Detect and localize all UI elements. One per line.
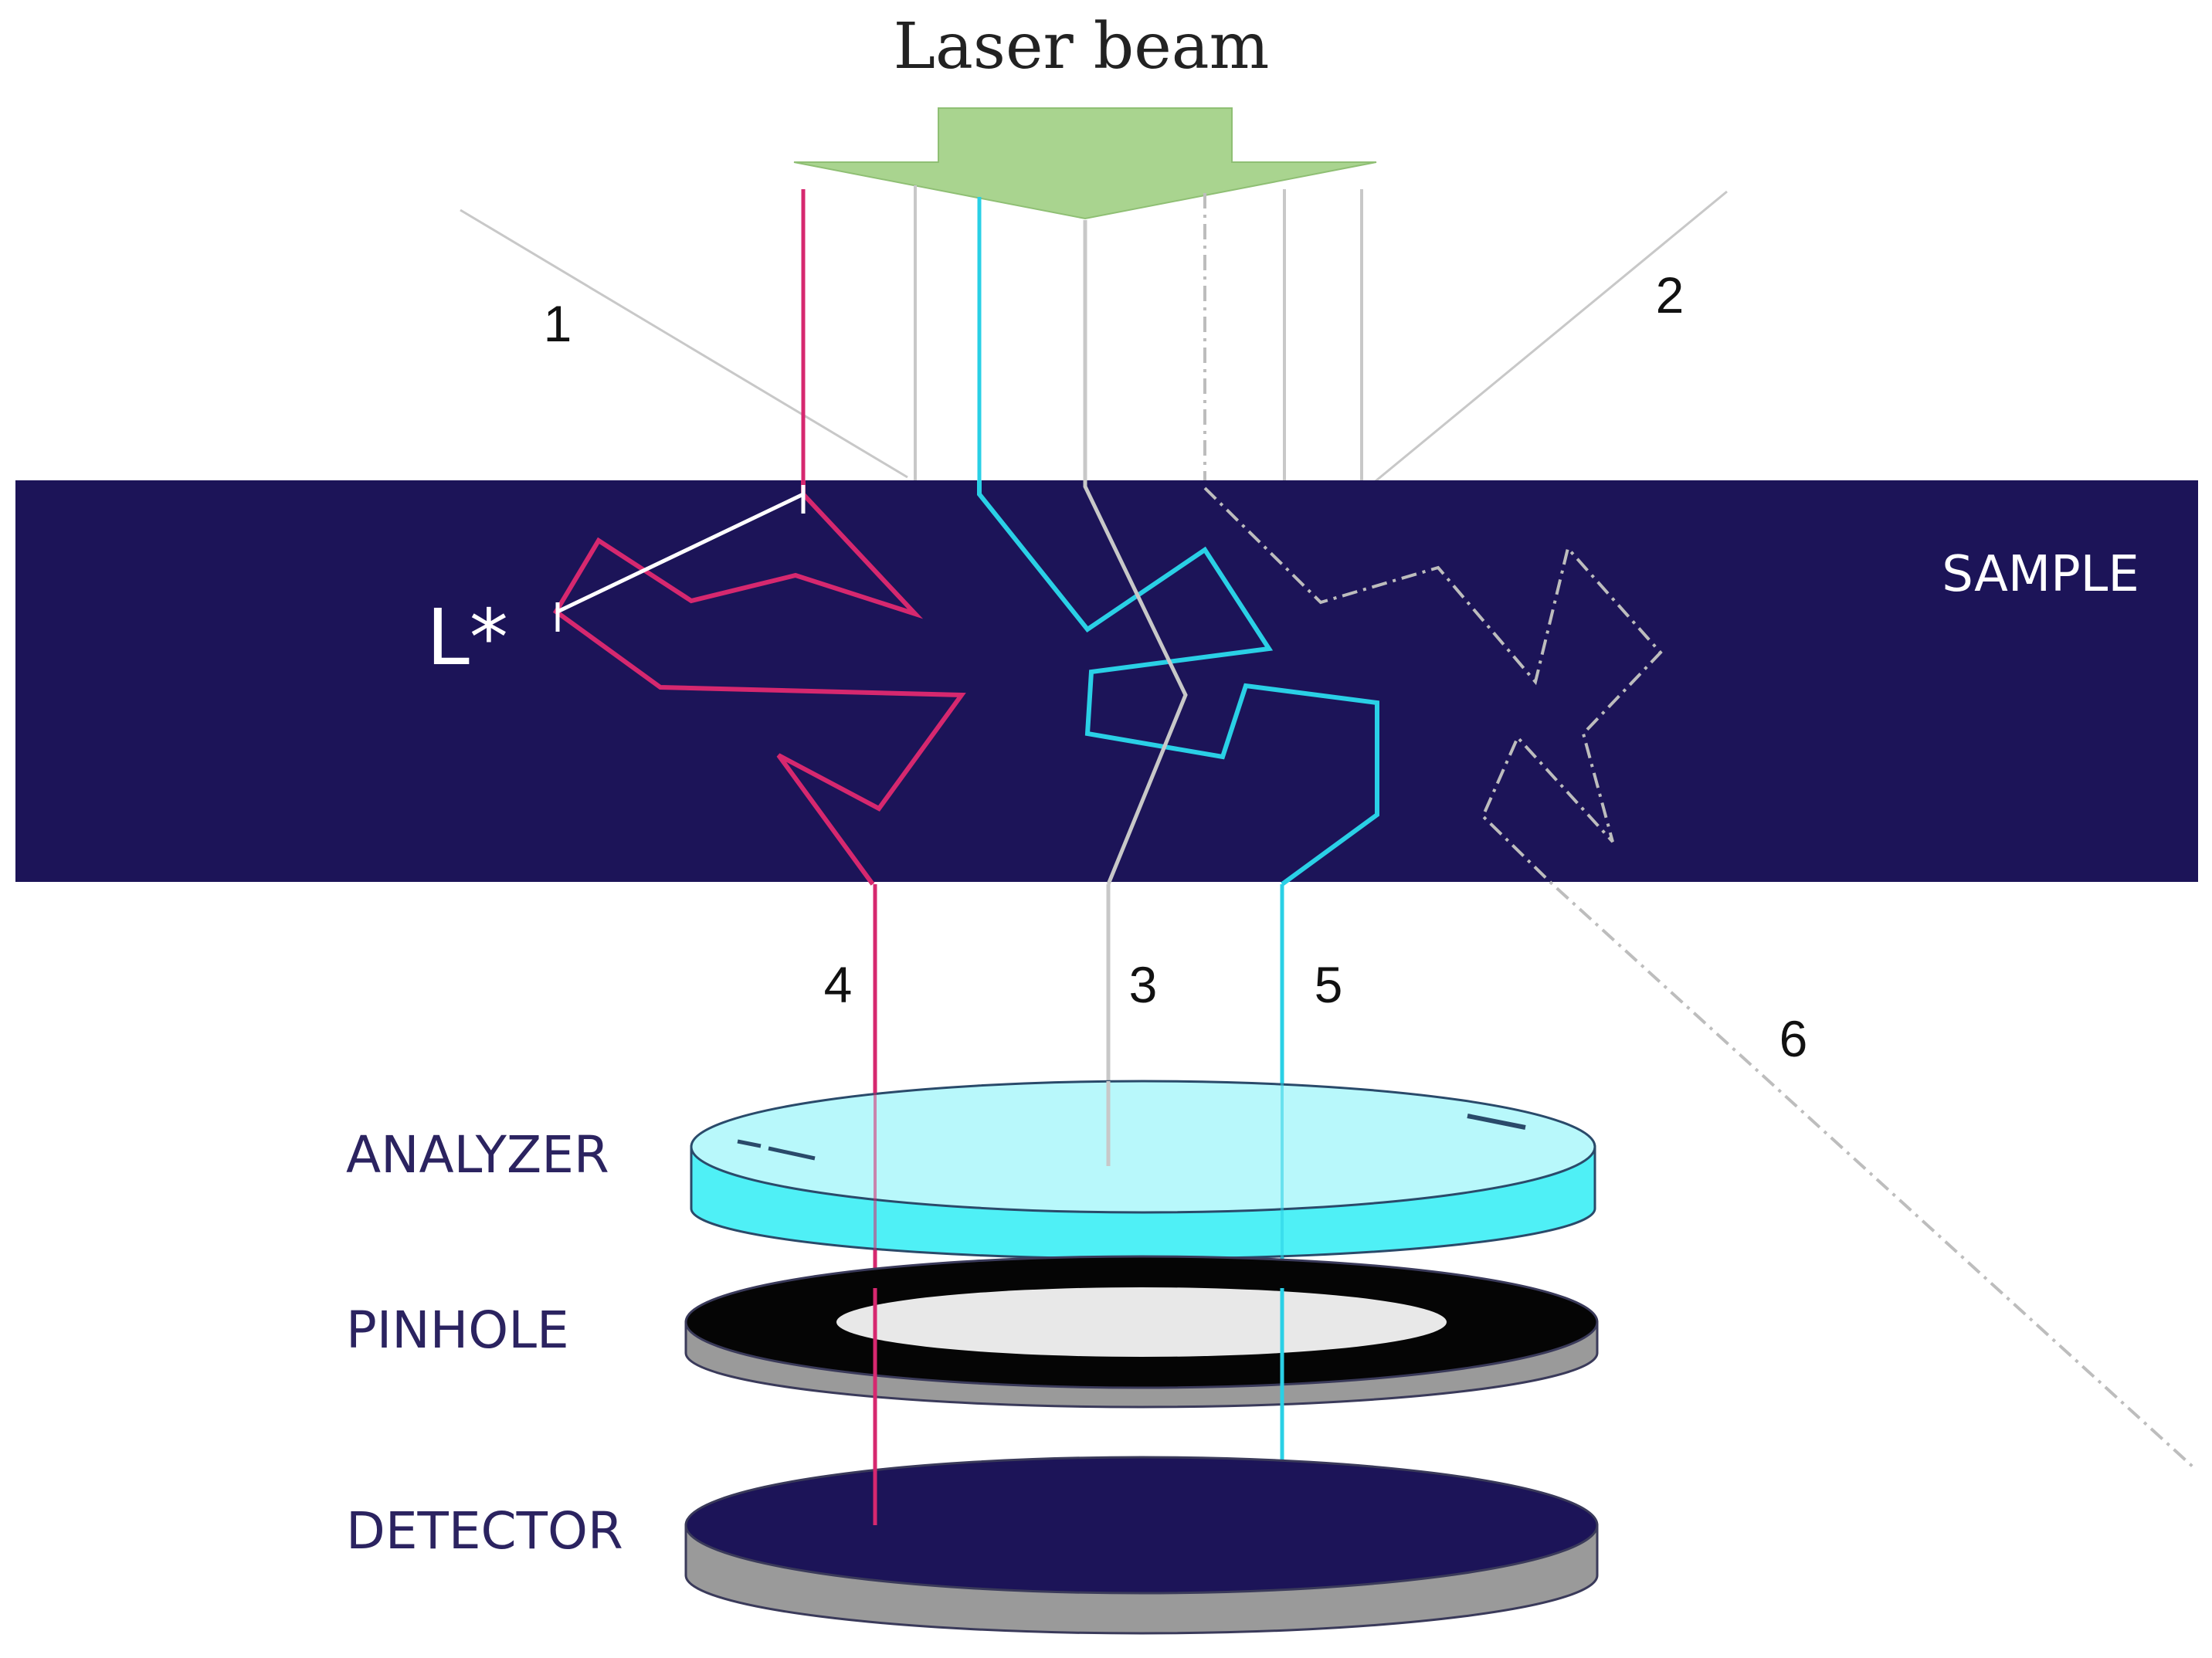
dashdot-scattering-path (1203, 487, 2195, 1469)
diagram-title: Laser beam (894, 10, 1270, 83)
l-star-label: L* (426, 592, 508, 683)
gray-scattering-path (1083, 480, 1188, 885)
pinhole-disk (684, 1255, 1599, 1409)
reflection-line-2 (1366, 190, 1728, 490)
detector-disk (684, 1456, 1599, 1635)
path-number-2: 2 (1656, 266, 1684, 324)
reflection-line-1 (460, 209, 908, 479)
analyzer-label: ANALYZER (346, 1125, 609, 1185)
l-star-indicator (555, 485, 806, 632)
path-number-5: 5 (1315, 956, 1343, 1013)
path-number-3: 3 (1129, 956, 1158, 1013)
path-number-6: 6 (1779, 1010, 1808, 1067)
path-number-4: 4 (824, 956, 853, 1013)
laser-beam-arrow (793, 107, 1377, 220)
incident-beam-lines (914, 185, 1363, 488)
analyzer-disk (690, 1080, 1596, 1260)
sample-slab (15, 480, 2198, 882)
sample-label: SAMPLE (1942, 546, 2139, 603)
magenta-scattering-path (553, 480, 966, 886)
cyan-scattering-path (977, 480, 1379, 887)
pinhole-label: PINHOLE (346, 1300, 569, 1360)
path-number-1: 1 (544, 295, 572, 352)
detector-label: DETECTOR (346, 1501, 623, 1561)
